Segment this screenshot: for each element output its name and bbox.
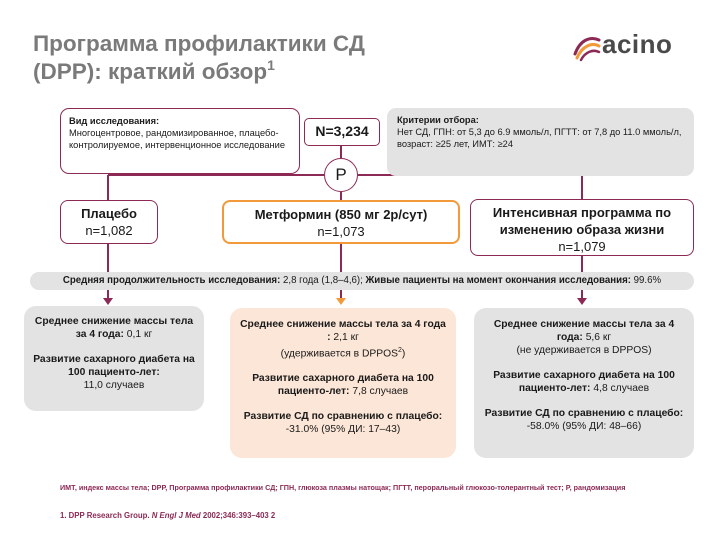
page-title: Программа профилактики СД (DPP): краткий… xyxy=(33,30,473,86)
arm-intensive-lifestyle: Интенсивная программа по изменению образ… xyxy=(470,199,694,256)
arm-metformin: Метформин (850 мг 2р/сут) n=1,073 xyxy=(222,200,460,244)
metformin-weight-label: Среднее снижение массы тела за 4 года : xyxy=(240,319,446,343)
reference-journal: N Engl J Med xyxy=(151,511,201,520)
logo-text: acino xyxy=(602,29,673,59)
arm-metformin-title: Метформин (850 мг 2р/сут) xyxy=(254,207,428,222)
intensive-compare-value: -58.0% (95% ДИ: 48–66) xyxy=(526,421,642,432)
arm-intensive-n: n=1,079 xyxy=(558,239,606,254)
intensive-diabetes-value: 4,8 случаев xyxy=(590,383,650,394)
total-participants-badge: N=3,234 xyxy=(304,118,380,146)
reference-prefix: 1. DPP Research Group. xyxy=(60,511,152,520)
placebo-diabetes-value: 11,0 случаев xyxy=(83,380,145,391)
metformin-diabetes-value: 7,8 случаев xyxy=(349,386,409,398)
study-type-text: Многоцентровое, рандомизированное, плаце… xyxy=(69,128,285,150)
inclusion-criteria-box: Критерии отбора: Нет СД, ГПН: от 5,3 до … xyxy=(387,108,694,176)
study-type-box: Вид исследования: Многоцентровое, рандом… xyxy=(60,108,300,174)
metformin-weight-note-end: ) xyxy=(401,348,406,360)
survivors-value: 99.6% xyxy=(630,275,662,286)
study-type-label: Вид исследования: xyxy=(69,116,160,126)
title-line-2: (DPP): краткий обзор xyxy=(33,59,268,84)
survivors-label: Живые пациенты на момент окончания иссле… xyxy=(365,275,631,286)
intensive-diabetes-label: Развитие сахарного диабета на 100 пациен… xyxy=(493,370,675,394)
metformin-diabetes-label: Развитие сахарного диабета на 100 пациен… xyxy=(252,373,434,398)
criteria-line-1: Нет СД, ГПН: от 5,3 до 6.9 ммоль/л, ПГТТ… xyxy=(397,127,682,137)
criteria-label: Критерии отбора: xyxy=(397,115,479,125)
criteria-line-2: возраст: ≥25 лет, ИМТ: ≥24 xyxy=(397,139,513,149)
arm-placebo-title: Плацебо xyxy=(81,206,137,221)
metformin-compare-value: -31.0% (95% ДИ: 17–43) xyxy=(285,424,401,436)
metformin-compare-label: Развитие СД по сравнению с плацебо: xyxy=(243,411,443,423)
arm-placebo-n: n=1,082 xyxy=(85,223,133,238)
result-metformin: Среднее снижение массы тела за 4 года : … xyxy=(230,308,456,458)
intensive-weight-value: 5,6 кг xyxy=(582,332,612,343)
duration-value: 2,8 года (1,8–4,6); xyxy=(280,275,366,286)
placebo-diabetes-label: Развитие сахарного диабета на 100 пациен… xyxy=(33,354,195,378)
result-intensive: Среднее снижение массы тела за 4 года: 5… xyxy=(474,308,694,458)
duration-text: Средняя продолжительность исследования: … xyxy=(30,272,694,287)
placebo-weight-value: 0,1 кг xyxy=(123,329,153,340)
reference-footnote: 1. DPP Research Group. N Engl J Med 2002… xyxy=(60,511,275,520)
arm-metformin-n: n=1,073 xyxy=(317,224,365,239)
reference-suffix: 2002;346:393–403 2 xyxy=(200,511,276,520)
intensive-weight-note: (не удерживается в DPPOS) xyxy=(516,345,652,356)
arm-placebo: Плацебо n=1,082 xyxy=(60,200,158,244)
abbreviations-footnote: ИМТ, индекс массы тела; DPP, Программа п… xyxy=(60,483,626,492)
duration-label: Средняя продолжительность исследования: xyxy=(62,275,281,286)
title-line-1: Программа профилактики СД xyxy=(33,31,365,56)
acino-logo: acino xyxy=(572,29,692,62)
randomization-node: Р xyxy=(324,158,358,192)
intensive-weight-label: Среднее снижение массы тела за 4 года: xyxy=(493,319,675,343)
metformin-weight-note: (удерживается в DPPOS xyxy=(280,348,399,360)
intensive-compare-label: Развитие СД по сравнению с плацебо: xyxy=(484,408,684,419)
metformin-weight-note-ref: 2 xyxy=(398,347,402,354)
title-footnote-ref: 1 xyxy=(267,57,275,73)
placebo-weight-label: Среднее снижение массы тела за 4 года: xyxy=(34,316,194,340)
metformin-weight-value: 2,1 кг xyxy=(330,332,359,343)
acino-swirl-logo-icon xyxy=(573,37,601,62)
result-placebo: Среднее снижение массы тела за 4 года: 0… xyxy=(24,306,204,411)
arm-intensive-title: Интенсивная программа по изменению образ… xyxy=(492,205,672,237)
duration-banner xyxy=(30,272,694,290)
